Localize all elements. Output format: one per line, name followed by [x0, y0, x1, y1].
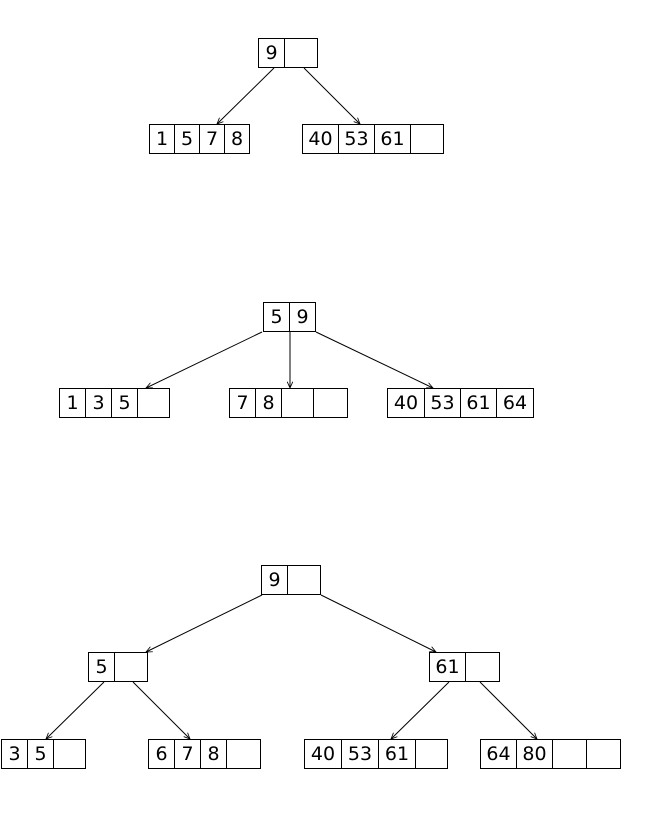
empty-key-slot: [465, 652, 500, 682]
tree-edge: [46, 681, 105, 739]
key-cell: 61: [378, 739, 416, 769]
key-cell: 40: [302, 124, 339, 154]
key-cell: 1: [59, 388, 86, 418]
empty-key-slot: [287, 565, 321, 595]
tree-edge: [479, 681, 537, 739]
key-cell: 6: [148, 739, 175, 769]
key-cell: 53: [341, 739, 379, 769]
key-cell: 64: [480, 739, 517, 769]
key-cell: 7: [174, 739, 201, 769]
btree-node: 9: [261, 565, 321, 595]
key-cell: 9: [258, 38, 285, 68]
key-cell: 64: [496, 388, 534, 418]
tree-edge: [391, 681, 450, 739]
key-cell: 8: [224, 124, 250, 154]
key-cell: 3: [85, 388, 112, 418]
key-cell: 40: [304, 739, 342, 769]
tree-edge: [217, 67, 275, 124]
key-cell: 5: [174, 124, 200, 154]
btree-node: 61: [429, 652, 500, 682]
empty-key-slot: [284, 38, 318, 68]
tree-edge: [320, 594, 436, 652]
tree-edge: [315, 331, 433, 389]
key-cell: 3: [1, 739, 28, 769]
key-cell: 80: [516, 739, 553, 769]
key-cell: 61: [460, 388, 497, 418]
empty-key-slot: [410, 124, 444, 154]
key-cell: 9: [261, 565, 288, 595]
key-cell: 7: [229, 388, 256, 418]
key-cell: 1: [149, 124, 175, 154]
key-cell: 5: [27, 739, 54, 769]
empty-key-slot: [53, 739, 86, 769]
key-cell: 61: [429, 652, 466, 682]
key-cell: 8: [200, 739, 227, 769]
tree-edge: [146, 331, 263, 389]
empty-key-slot: [586, 739, 621, 769]
btree-node: 9: [258, 38, 318, 68]
key-cell: 5: [111, 388, 138, 418]
key-cell: 53: [424, 388, 461, 418]
key-cell: 8: [255, 388, 282, 418]
key-cell: 5: [263, 302, 290, 332]
tree-edge: [132, 681, 190, 739]
empty-key-slot: [415, 739, 448, 769]
btree-node: 5: [88, 652, 148, 682]
key-cell: 7: [199, 124, 225, 154]
empty-key-slot: [313, 388, 348, 418]
empty-key-slot: [552, 739, 587, 769]
empty-key-slot: [137, 388, 170, 418]
key-cell: 5: [88, 652, 115, 682]
key-cell: 40: [387, 388, 425, 418]
empty-key-slot: [281, 388, 314, 418]
key-cell: 9: [289, 302, 316, 332]
key-cell: 53: [338, 124, 375, 154]
empty-key-slot: [114, 652, 148, 682]
empty-key-slot: [226, 739, 261, 769]
key-cell: 61: [374, 124, 411, 154]
tree-edge: [303, 67, 360, 124]
tree-edge: [146, 594, 263, 652]
